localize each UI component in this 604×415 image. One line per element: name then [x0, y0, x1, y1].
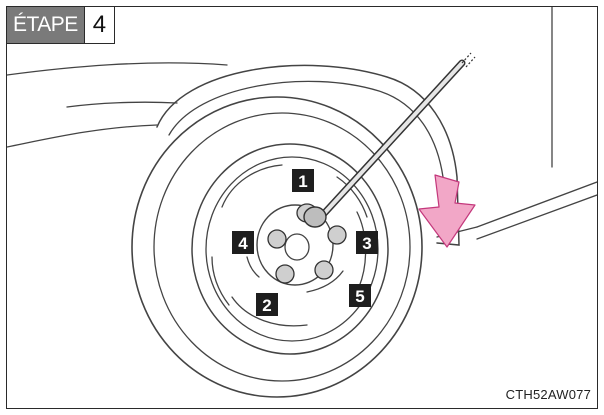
- svg-text:3: 3: [362, 234, 371, 253]
- tire-outer: [131, 96, 423, 398]
- rotation-arrow-icon: [418, 174, 476, 248]
- lug-nut-2: [275, 264, 295, 284]
- wheel-illustration: 1 4 3 2 5: [7, 7, 597, 398]
- wheel-arch: [156, 64, 460, 246]
- svg-text:1: 1: [298, 172, 307, 191]
- lug-nut-3: [327, 225, 347, 245]
- hood-line: [7, 62, 228, 76]
- wheel-arch-inner: [168, 80, 444, 178]
- diagram-frame: ÉTAPE 4: [6, 6, 598, 409]
- svg-text:5: 5: [355, 287, 364, 306]
- rim-arc-4: [211, 256, 230, 306]
- tire-tread: [153, 112, 411, 382]
- hub-outer: [256, 204, 334, 286]
- step-number: 4: [83, 7, 114, 43]
- step-label: ÉTAPE: [7, 7, 84, 43]
- bolt-badge-4: 4: [232, 231, 254, 254]
- rim-arc-5: [336, 176, 368, 218]
- rocker-line-2: [476, 194, 597, 240]
- rim-outer: [191, 143, 389, 355]
- rim-arc-6: [246, 256, 260, 278]
- lug-nut-5: [314, 260, 334, 280]
- fender-line: [7, 124, 158, 148]
- bolt-badge-3: 3: [356, 231, 378, 254]
- body-crease: [66, 101, 178, 108]
- svg-text:2: 2: [262, 296, 271, 315]
- lug-wrench: [303, 52, 476, 228]
- step-header: ÉTAPE 4: [7, 7, 116, 44]
- rim-arc-7: [306, 270, 344, 293]
- bolt-badge-5: 5: [349, 284, 371, 307]
- bolt-badge-1: 1: [292, 169, 314, 192]
- rim-arc-1: [221, 164, 283, 208]
- rocker-line-1: [476, 181, 597, 228]
- lug-nut-4: [267, 229, 287, 249]
- hub-center: [284, 233, 310, 261]
- bolt-badge-2: 2: [256, 293, 278, 316]
- rim-arc-2: [231, 296, 308, 327]
- figure-code: CTH52AW077: [505, 387, 591, 402]
- svg-text:4: 4: [238, 234, 248, 253]
